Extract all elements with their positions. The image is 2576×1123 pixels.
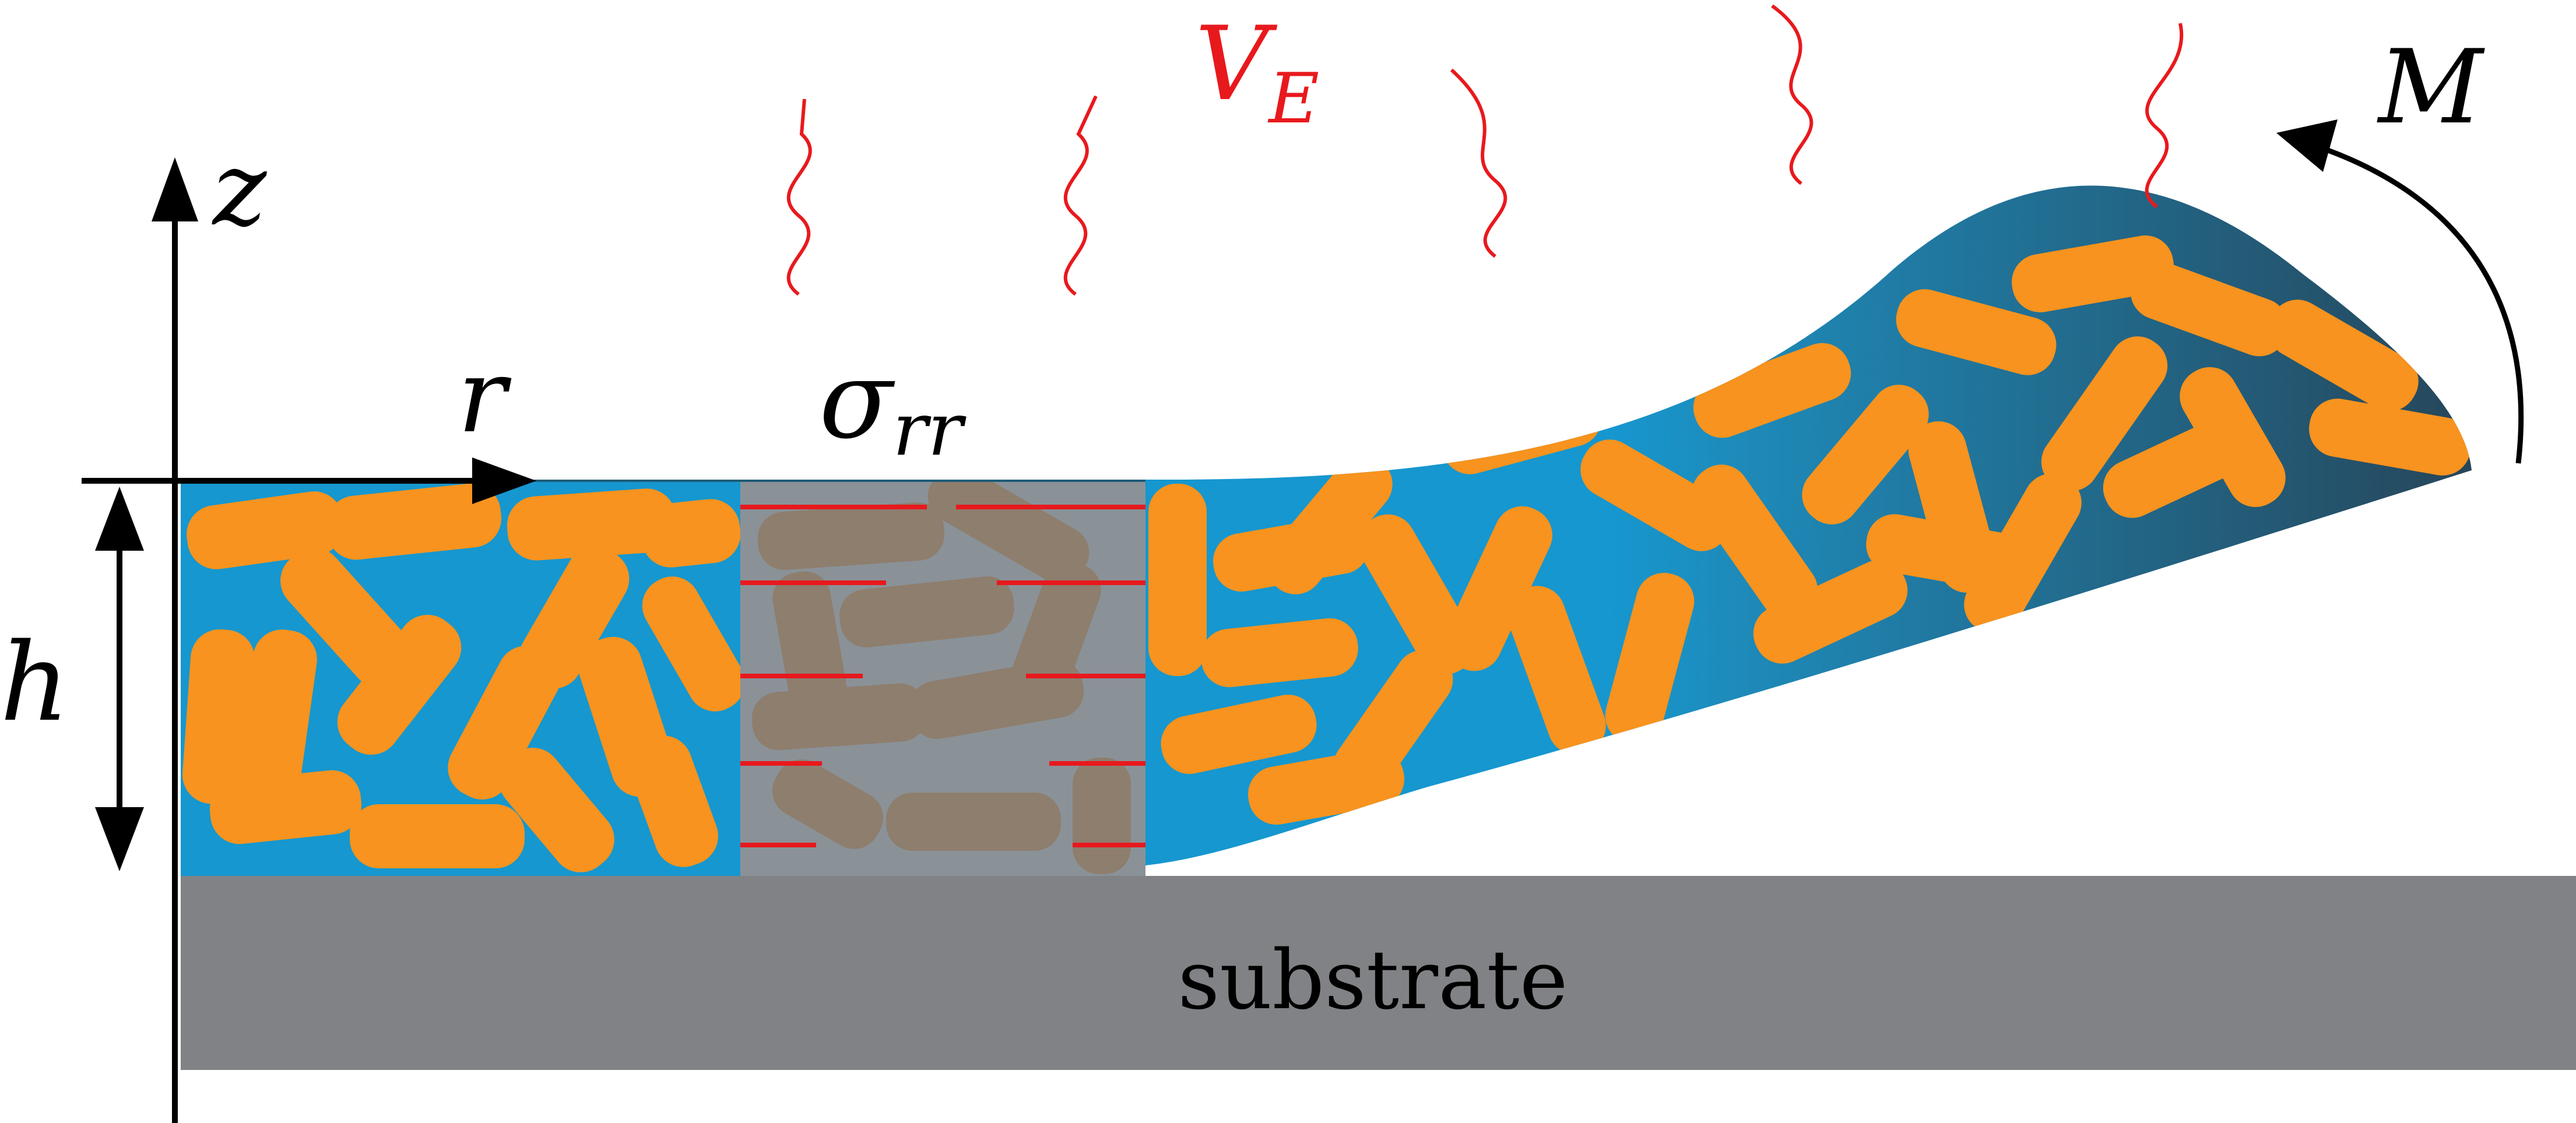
z-axis-label: z (212, 131, 268, 249)
particles-right (1148, 185, 2471, 825)
substrate-label: substrate (1178, 933, 1568, 1028)
particles-compressed (751, 481, 1131, 874)
particles-left (182, 483, 740, 872)
h-up-arrowhead-icon (95, 487, 144, 551)
moment-label: M (2377, 29, 2485, 147)
sigma-symbol: σ (819, 337, 895, 463)
moment-arrowhead-icon (2276, 119, 2338, 172)
h-label: h (0, 619, 69, 745)
stress-arrows (740, 505, 1145, 847)
evaporation-velocity-label: VE (1195, 5, 1319, 139)
v-subscript: E (1267, 59, 1319, 139)
z-axis-arrowhead-icon (152, 157, 198, 221)
r-axis-label: r (458, 337, 512, 456)
sigma-rr-label: σrr (819, 337, 967, 472)
evaporation-arrows (786, 4, 2184, 296)
h-down-arrowhead-icon (95, 807, 144, 871)
axes (82, 157, 536, 1123)
thickness-dimension (95, 487, 144, 871)
r-axis-arrowhead-icon (472, 457, 536, 504)
sigma-subscript: rr (892, 386, 967, 472)
moment-arrow (2296, 137, 2524, 464)
substrate-block (181, 876, 2576, 1070)
v-symbol: V (1195, 5, 1278, 124)
